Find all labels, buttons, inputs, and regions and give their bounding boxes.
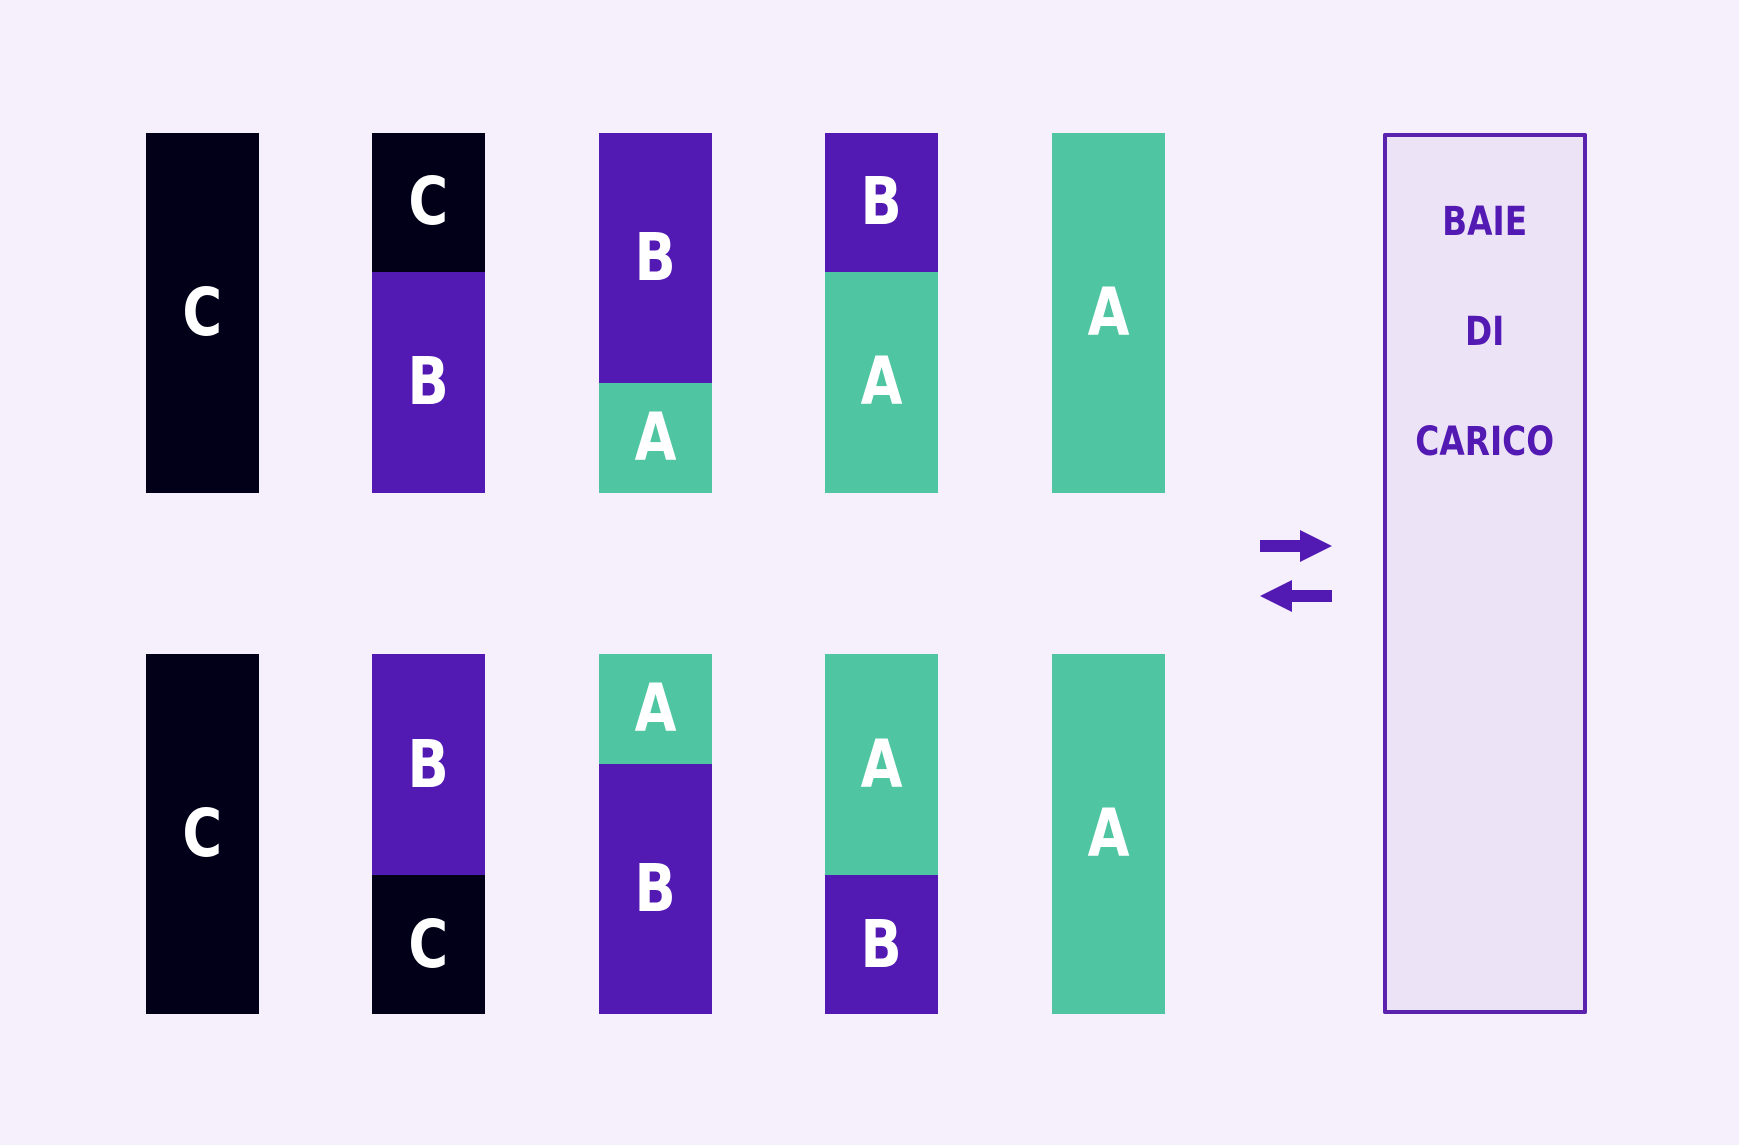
- segment-label: B: [860, 905, 903, 983]
- loading-bay-label: BAIE DI CARICO: [1387, 195, 1583, 470]
- segment-label: A: [860, 725, 903, 803]
- top-column-3-segment-b: B: [599, 133, 712, 384]
- bottom-column-4-segment-b: B: [825, 875, 938, 1014]
- segment-label: A: [1087, 795, 1130, 872]
- bottom-column-1-segment-c: C: [146, 654, 259, 1014]
- column-top-5: A: [1052, 133, 1165, 493]
- segment-label: A: [1087, 274, 1130, 351]
- loading-bay-label-text: BAIE DI CARICO: [1415, 199, 1555, 465]
- top-column-5-segment-a: A: [1052, 133, 1165, 493]
- segment-label: C: [182, 274, 223, 351]
- top-column-4-segment-a: A: [825, 271, 938, 493]
- segment-label: B: [407, 725, 450, 803]
- top-column-2-segment-b: B: [372, 271, 485, 493]
- segment-label: A: [860, 343, 903, 421]
- bottom-column-3-segment-a: A: [599, 654, 712, 764]
- bottom-column-2-segment-c: C: [372, 875, 485, 1014]
- segment-label: B: [634, 219, 677, 297]
- bottom-column-3-segment-b: B: [599, 763, 712, 1014]
- segment-label: C: [182, 795, 223, 872]
- segment-label: A: [634, 399, 677, 477]
- bidirectional-arrows-icon: [1260, 530, 1332, 612]
- top-column-1-segment-c: C: [146, 133, 259, 493]
- bottom-column-5-segment-a: A: [1052, 654, 1165, 1014]
- segment-label: C: [408, 163, 449, 241]
- column-bottom-5: A: [1052, 654, 1165, 1014]
- bottom-column-2-segment-b: B: [372, 654, 485, 876]
- top-column-4-segment-b: B: [825, 133, 938, 272]
- column-bottom-1: C: [146, 654, 259, 1014]
- loading-bay: BAIE DI CARICO: [1383, 133, 1587, 1014]
- bottom-column-4-segment-a: A: [825, 654, 938, 876]
- segment-label: A: [634, 669, 677, 747]
- segment-label: C: [408, 905, 449, 983]
- top-column-2-segment-c: C: [372, 133, 485, 272]
- segment-label: B: [634, 849, 677, 927]
- segment-label: B: [407, 343, 450, 421]
- top-column-3-segment-a: A: [599, 383, 712, 493]
- column-top-1: C: [146, 133, 259, 493]
- segment-label: B: [860, 163, 903, 241]
